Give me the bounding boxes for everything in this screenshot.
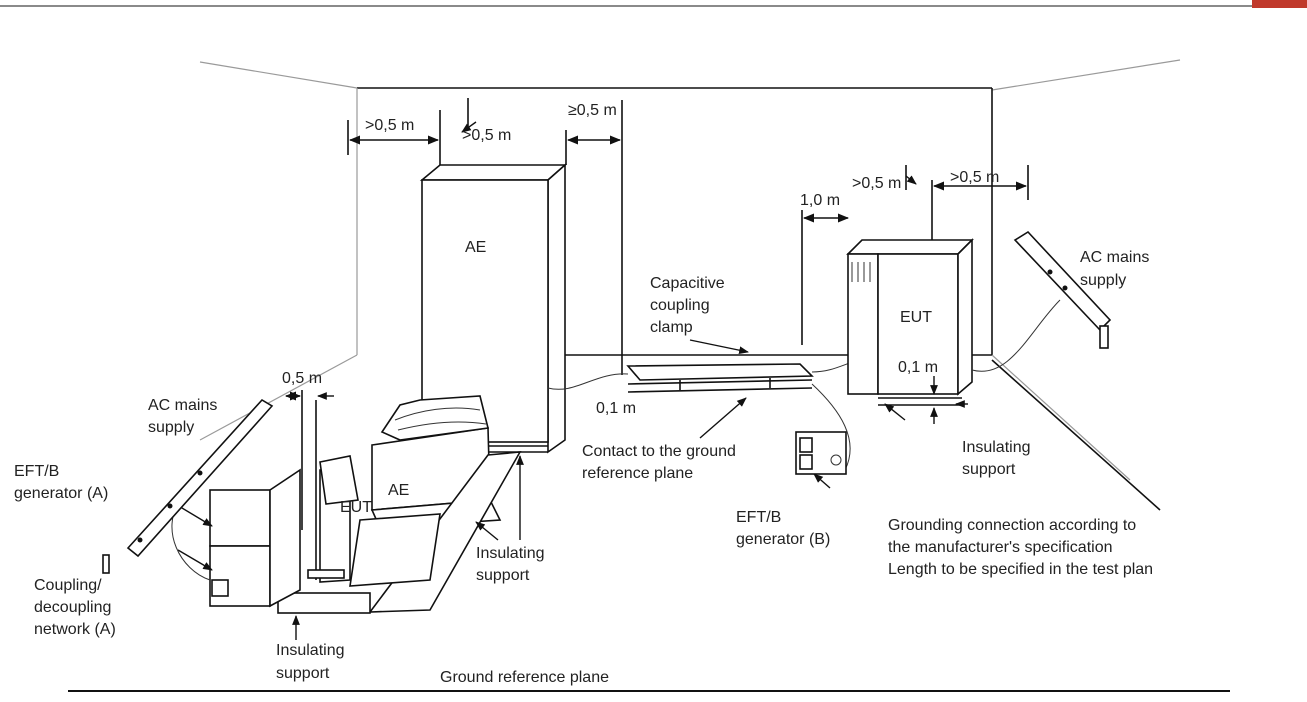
dim-label-right-1: >0,5 m — [852, 175, 901, 192]
ac-left-label-2: supply — [148, 419, 194, 436]
eft-a-label-1: EFT/B — [14, 463, 59, 480]
ae-small-label: AE — [388, 482, 409, 499]
contact-pointer — [699, 397, 747, 439]
logo-mark — [1252, 0, 1307, 8]
eft-b-label-1: EFT/B — [736, 509, 781, 526]
dim-arrow-left-2 — [461, 121, 477, 133]
ae-tall-label: AE — [465, 239, 486, 256]
room-outline — [199, 59, 1181, 511]
dim-label-left-2: >0,5 m — [462, 127, 511, 144]
contact-label-1: Contact to the ground — [582, 443, 736, 460]
dimension-extension-lines — [347, 98, 1029, 375]
ac-left-label-1: AC mains — [148, 397, 217, 414]
ins-right-label-1: Insulating — [962, 439, 1031, 456]
eft-b-label-2: generator (B) — [736, 531, 830, 548]
dim-label-left-1: >0,5 m — [365, 117, 414, 134]
dim-label-mid: ≥0,5 m — [568, 102, 617, 119]
clamp-pointer — [689, 339, 749, 355]
grounding-label-1: Grounding connection according to — [888, 517, 1136, 534]
dim-label-01m-left: 0,1 m — [596, 400, 636, 417]
ac-right-label-1: AC mains — [1080, 249, 1149, 266]
ac-right-label-2: supply — [1080, 272, 1126, 289]
cdn-label-2: decoupling — [34, 599, 111, 616]
cdn-label-3: network (A) — [34, 621, 116, 638]
dim-label-1m: 1,0 m — [800, 192, 840, 209]
clamp-label-2: coupling — [650, 297, 710, 314]
eft-a-label-2: generator (A) — [14, 485, 108, 502]
dim-label-right-2: >0,5 m — [950, 169, 999, 186]
eut-right-label: EUT — [900, 309, 932, 326]
eut-cabinet-right — [846, 238, 1061, 424]
ins-right-label-2: support — [962, 461, 1016, 478]
clamp-label-3: clamp — [650, 319, 693, 336]
ins-mid-label-2: support — [476, 567, 530, 584]
ins-mid-label-1: Insulating — [476, 545, 545, 562]
clamp-label-1: Capacitive — [650, 275, 725, 292]
eft-generator-b — [795, 431, 847, 489]
capacitive-coupling-clamp — [547, 359, 859, 471]
dim-arrow-right-1 — [905, 175, 917, 185]
grounding-label-3: Length to be specified in the test plan — [888, 561, 1153, 578]
contact-label-2: reference plane — [582, 465, 693, 482]
ins-bottom-label-1: Insulating — [276, 642, 345, 659]
dim-label-01m-right: 0,1 m — [898, 359, 938, 376]
ins-bottom-label-2: support — [276, 665, 330, 682]
cdn-label-1: Coupling/ — [34, 577, 102, 594]
grounding-label-2: the manufacturer's specification — [888, 539, 1113, 556]
eft-generator-a-stack — [171, 468, 301, 608]
left-tabletop-setup — [277, 390, 524, 640]
ac-mains-strip-left — [102, 398, 274, 574]
ac-mains-strip-right — [1013, 230, 1112, 349]
dim-label-05m: 0,5 m — [282, 370, 322, 387]
ground-plane-label: Ground reference plane — [440, 669, 609, 686]
eut-left-label: EUT — [340, 499, 372, 516]
